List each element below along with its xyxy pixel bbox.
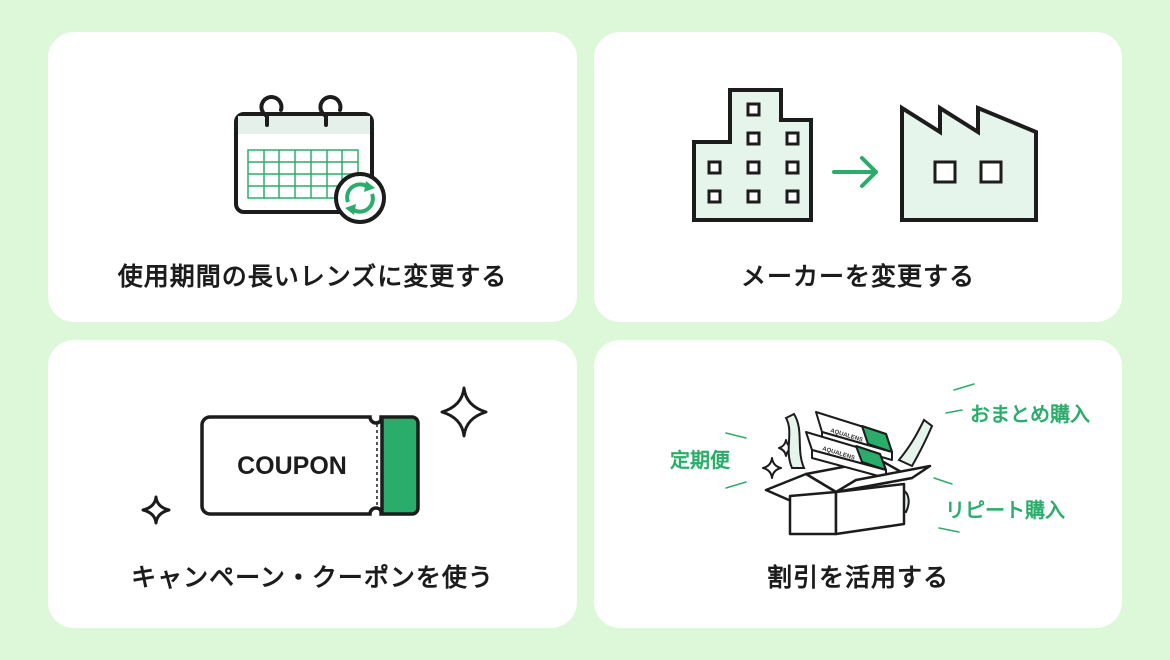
coupon-illustration: COUPON bbox=[141, 386, 488, 525]
tag-subscription: 定期便 bbox=[670, 448, 731, 472]
card-label: 割引を活用する bbox=[766, 563, 949, 592]
card-label: キャンペーン・クーポンを使う bbox=[131, 563, 494, 592]
sparkle-icon bbox=[141, 386, 488, 525]
card-campaign-coupon: COUPON キャンペーン・クーポンを使う bbox=[48, 340, 577, 628]
card-label: メーカーを変更する bbox=[740, 262, 975, 291]
building-to-factory-icon bbox=[692, 88, 1038, 222]
building-icon bbox=[692, 88, 813, 222]
tag-repeat-purchase: リピート購入 bbox=[945, 498, 1065, 522]
calendar-refresh-icon bbox=[234, 95, 386, 224]
card-use-discounts: AQUALENS AQUALENS 定期便 おまとめ購入 リピート購入 割引を活… bbox=[594, 340, 1122, 628]
lens-package-icon: AQUALENS bbox=[805, 431, 887, 479]
card-change-maker: メーカーを変更する bbox=[594, 32, 1122, 322]
factory-icon bbox=[900, 104, 1038, 222]
coupon-ticket-icon: COUPON bbox=[200, 415, 420, 516]
card-label: 使用期間の長いレンズに変更する bbox=[117, 262, 508, 291]
arrow-right-icon bbox=[832, 156, 878, 188]
discount-box-illustration: AQUALENS AQUALENS 定期便 おまとめ購入 リピート購入 bbox=[670, 383, 1090, 536]
card-longer-period-lens: 使用期間の長いレンズに変更する bbox=[48, 32, 577, 322]
tag-bulk-purchase: おまとめ購入 bbox=[970, 402, 1090, 426]
coupon-text: COUPON bbox=[237, 452, 347, 480]
